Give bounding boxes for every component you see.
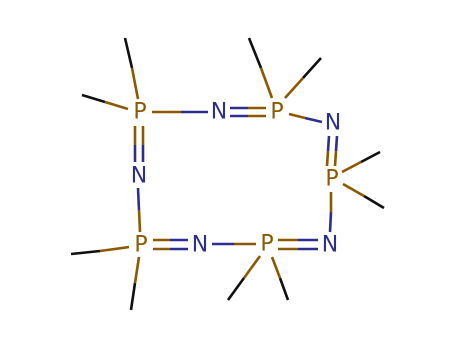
atom-n8: N bbox=[192, 233, 208, 258]
methyl-bond-p7-downleft bbox=[226, 255, 262, 301]
bond-p9-n10 bbox=[136, 187, 142, 233]
bond-layer bbox=[70, 37, 385, 311]
atom-n6: N bbox=[322, 233, 338, 258]
methyl-bond-p5-downright bbox=[342, 182, 385, 210]
atom-p9: P bbox=[134, 233, 147, 258]
methyl-bond-p3-upright bbox=[284, 57, 322, 99]
atom-label-layer: P N P N P N P N P N bbox=[131, 100, 341, 258]
methyl-bond-p5-upright bbox=[341, 150, 381, 174]
methyl-bond-p9-down bbox=[129, 256, 141, 311]
atom-p1: P bbox=[133, 100, 146, 125]
atom-n4: N bbox=[325, 111, 341, 136]
bond-n6-p7-double bbox=[278, 238, 318, 251]
bond-n2-p3-double bbox=[230, 106, 266, 118]
atom-p5: P bbox=[325, 167, 338, 192]
methyl-bond-p9-left bbox=[70, 245, 130, 256]
atom-n10: N bbox=[131, 164, 147, 189]
bond-p5-n6 bbox=[328, 192, 333, 233]
bond-n8-p9-double bbox=[153, 238, 188, 251]
methyl-bond-p7-downright bbox=[270, 256, 290, 301]
methyl-bond-p1-up bbox=[123, 37, 140, 100]
methyl-bond-p3-upleft bbox=[247, 37, 274, 99]
bond-p3-n4 bbox=[288, 112, 323, 124]
atom-p3: P bbox=[270, 100, 283, 125]
atom-n2: N bbox=[211, 100, 227, 125]
bond-n4-p5-double bbox=[325, 135, 339, 167]
bond-n10-p1-double bbox=[133, 126, 145, 162]
methyl-bond-p1-left bbox=[81, 93, 129, 111]
atom-p7: P bbox=[260, 232, 273, 257]
